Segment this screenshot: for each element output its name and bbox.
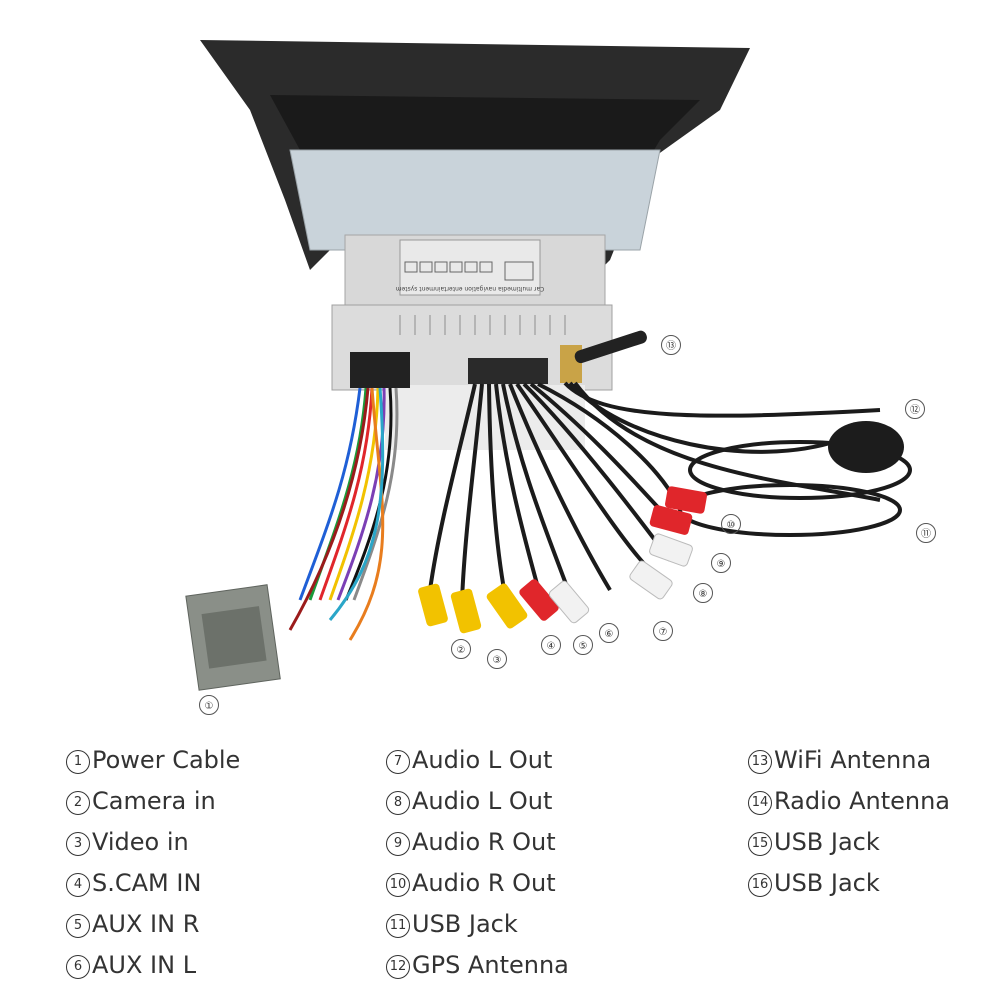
power-harness-wires [288, 387, 399, 641]
back-plate [289, 149, 661, 251]
power-connector [185, 584, 281, 691]
aux-harness-socket [468, 358, 548, 384]
callout-4: ④ [540, 634, 562, 656]
callout-7: ⑦ [652, 620, 674, 642]
callout-2: ② [450, 638, 472, 660]
callout-1: ① [198, 694, 220, 716]
main-harness-socket [350, 352, 410, 388]
unit-label-sticker [399, 239, 541, 296]
callout-9: ⑨ [710, 552, 732, 574]
callout-13: ⑬ [660, 334, 682, 356]
wiring-diagram: Car multimedia navigation entertainment … [185, 40, 912, 691]
rca-plugs [418, 486, 707, 634]
antenna-cables [563, 381, 912, 537]
callout-3: ③ [486, 648, 508, 670]
callout-12: ⑫ [904, 398, 926, 420]
heatsink-fins [399, 315, 566, 335]
callout-8: ⑧ [692, 582, 714, 604]
unit-underside [385, 385, 585, 450]
wifi-antenna [574, 330, 647, 364]
callout-11: ⑪ [915, 522, 937, 544]
sticker-grid [404, 261, 534, 281]
gps-antenna [828, 421, 904, 473]
callout-5: ⑤ [572, 634, 594, 656]
callout-6: ⑥ [598, 622, 620, 644]
sticker-label: Car multimedia navigation entertainment … [396, 285, 545, 292]
callout-10: ⑩ [720, 513, 742, 535]
